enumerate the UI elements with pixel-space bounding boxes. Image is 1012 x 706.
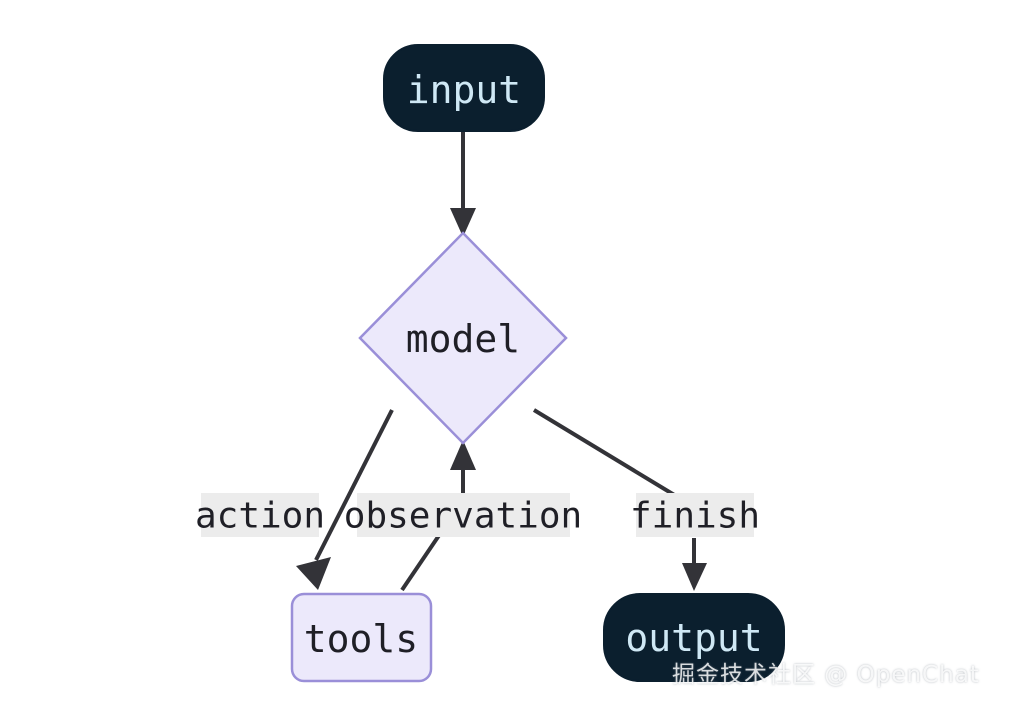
node-model[interactable]: model: [358, 231, 568, 445]
node-tools-shape[interactable]: [290, 592, 433, 683]
edge-label-action-text: action: [195, 496, 325, 537]
edge-model-to-output: [532, 408, 707, 591]
node-input-label: input: [407, 68, 521, 112]
node-model-shape[interactable]: [358, 231, 568, 445]
node-tools[interactable]: tools: [290, 592, 433, 683]
edge-label-action: action: [195, 493, 325, 537]
edge-model-to-tools: [296, 409, 394, 590]
node-model-label: model: [406, 317, 520, 361]
edge-label-observation-text: observation: [344, 496, 582, 537]
node-input-shape[interactable]: [383, 44, 545, 132]
edge-label-finish: finish: [630, 493, 760, 537]
edge-input-to-model: [450, 131, 476, 237]
node-output[interactable]: output: [603, 593, 785, 682]
node-output-label: output: [625, 616, 762, 660]
edge-label-observation: observation: [344, 493, 582, 537]
node-input[interactable]: input: [383, 44, 545, 132]
node-tools-label: tools: [304, 617, 418, 661]
edge-label-finish-text: finish: [630, 496, 760, 537]
node-output-shape[interactable]: [603, 593, 785, 682]
